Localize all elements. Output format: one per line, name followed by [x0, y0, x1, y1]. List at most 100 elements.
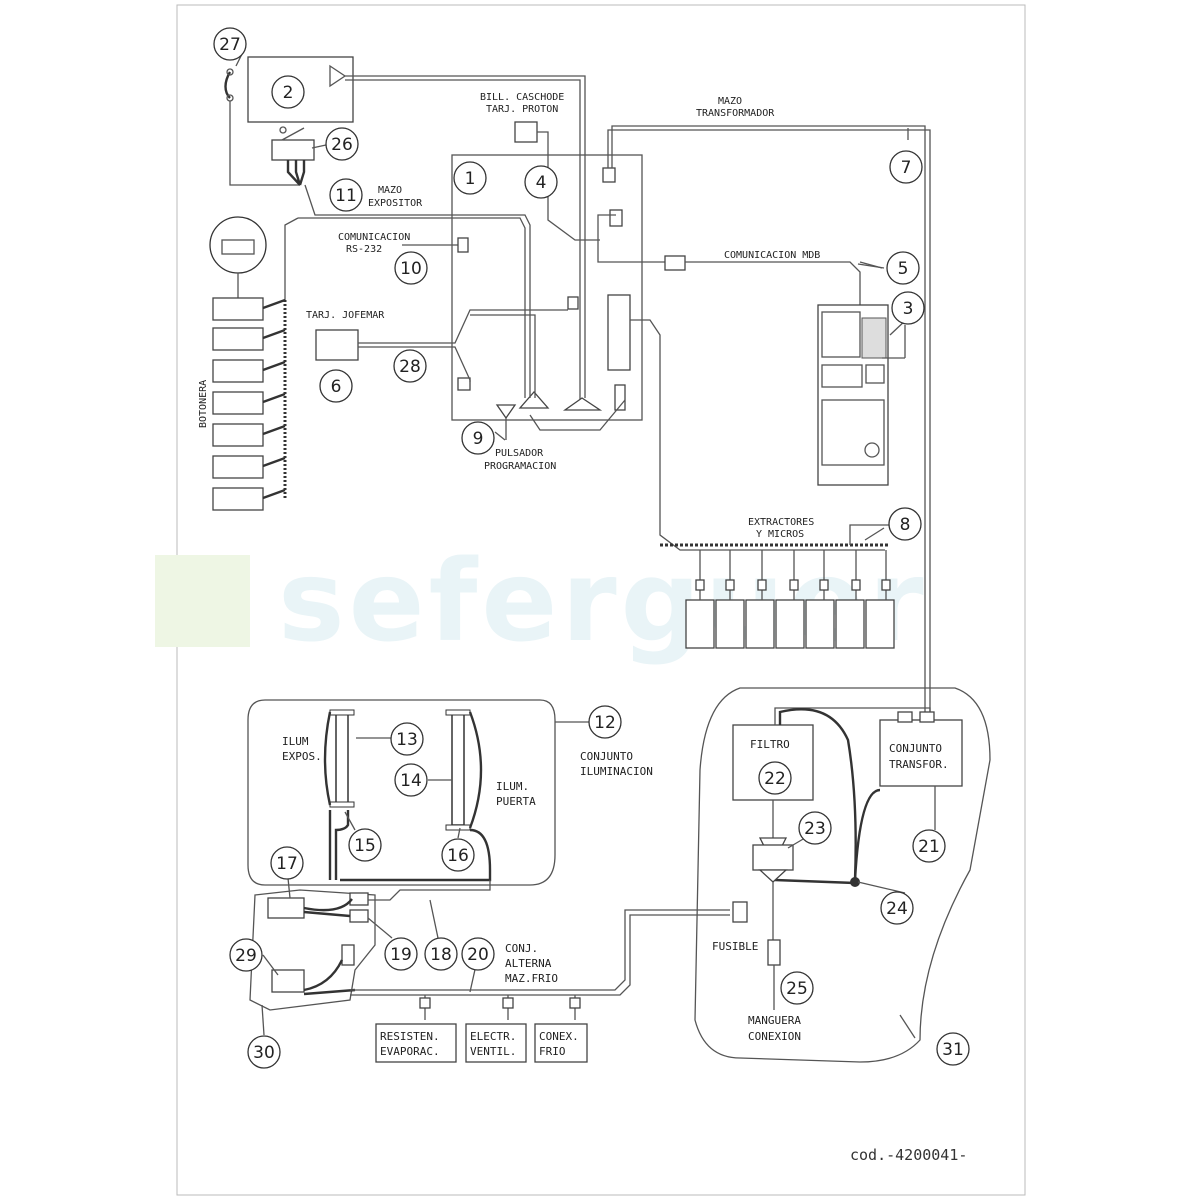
callout-24-label: 24 [886, 899, 908, 919]
label-electr-2: VENTIL. [470, 1045, 516, 1058]
label-conj-alt-3: MAZ.FRIO [505, 972, 558, 985]
label-mazo-expo-1: MAZO [378, 185, 402, 196]
callout-13-label: 13 [396, 730, 418, 750]
callout-1-label: 1 [465, 169, 476, 189]
callout-30-label: 30 [253, 1043, 275, 1063]
label-pulsador-2: PROGRAMACION [484, 461, 556, 472]
callout-22-label: 22 [764, 769, 786, 789]
callout-7-label: 7 [901, 158, 912, 178]
callout-5-label: 5 [898, 259, 909, 279]
callout-18 [424, 937, 458, 971]
callout-18-label: 18 [430, 945, 452, 965]
callout-11 [329, 178, 363, 212]
callout-26-label: 26 [331, 135, 353, 155]
callout-3 [891, 291, 925, 325]
conex-frio-box [534, 1023, 588, 1063]
callout-7 [889, 150, 923, 184]
callout-6 [319, 369, 353, 403]
callout-12 [588, 705, 622, 739]
plug-icon [224, 71, 232, 99]
lighting-assembly-outline [247, 699, 556, 886]
main-board-box [451, 154, 643, 421]
label-bill-2: TARJ. PROTON [486, 104, 558, 115]
callout-16-label: 16 [447, 846, 469, 866]
cable [607, 129, 931, 720]
cable [597, 214, 665, 263]
tube-lamp-expos [323, 709, 355, 880]
label-conj-ilum-2: ILUMINACION [580, 765, 653, 778]
callout-circles [213, 27, 970, 1069]
callout-9-label: 9 [473, 429, 484, 449]
bill-connector [514, 121, 538, 143]
label-conj-ilum-1: CONJUNTO [580, 750, 633, 763]
callout-4-label: 4 [536, 173, 547, 193]
callout-6-label: 6 [331, 377, 342, 397]
callout-19-label: 19 [390, 945, 412, 965]
label-filtro: FILTRO [750, 738, 790, 751]
cable [630, 319, 885, 551]
callout-29 [229, 938, 263, 972]
cable [774, 878, 856, 885]
label-com-mdb: COMUNICACION MDB [724, 250, 820, 261]
cable [229, 101, 300, 186]
tube-lamp-puerta [340, 709, 492, 882]
label-ilum-puerta-1: ILUM. [496, 780, 529, 793]
button-panel [209, 216, 287, 511]
cable [853, 788, 881, 881]
callout-10-label: 10 [400, 259, 422, 279]
cable [778, 708, 857, 881]
cable [470, 314, 536, 398]
text-labels: BILL. CASCHODE TARJ. PROTON MAZO TRANSFO… [198, 92, 949, 1058]
electr-vent-box [465, 1023, 527, 1063]
callout-21-label: 21 [918, 837, 940, 857]
fuse-icon [767, 939, 781, 966]
callout-13 [390, 722, 424, 756]
cable [358, 346, 471, 382]
callout-27 [213, 27, 247, 61]
callout-25-label: 25 [786, 979, 808, 999]
callout-23 [798, 811, 832, 845]
callout-11-label: 11 [335, 186, 357, 206]
callout-26 [325, 127, 359, 161]
cable [298, 217, 526, 398]
label-conex-2: FRIO [539, 1045, 566, 1058]
label-conex-1: CONEX. [539, 1030, 579, 1043]
label-mazo-transf-2: TRANSFORMADOR [696, 108, 775, 119]
callout-16 [441, 838, 475, 872]
cable [611, 125, 926, 720]
label-extractores-2: Y MICROS [756, 529, 804, 540]
cable [358, 309, 568, 344]
cable-mdb [685, 261, 861, 318]
callout-5 [886, 251, 920, 285]
callout-9 [461, 421, 495, 455]
label-manguera-1: MANGUERA [748, 1014, 801, 1027]
callout-28 [393, 349, 427, 383]
label-conj-alt-2: ALTERNA [505, 957, 552, 970]
callout-17-label: 17 [276, 854, 298, 874]
callout-23-label: 23 [804, 819, 826, 839]
label-ilum-expos-2: EXPOS. [282, 750, 322, 763]
callout-27-label: 27 [219, 35, 241, 55]
cable [284, 217, 299, 300]
callout-24 [880, 891, 914, 925]
callout-8-label: 8 [900, 515, 911, 535]
label-conj-transf-2: TRANSFOR. [889, 758, 949, 771]
resistor-evap-box [375, 1023, 457, 1063]
cable [345, 79, 581, 400]
callout-20-label: 20 [467, 945, 489, 965]
label-tarj-jofemar: TARJ. JOFEMAR [306, 310, 385, 321]
vending-machine-icon [817, 304, 906, 486]
label-pulsador-1: PULSADOR [495, 448, 544, 459]
callout-30 [247, 1035, 281, 1069]
cable [304, 184, 531, 398]
label-manguera-2: CONEXION [748, 1030, 801, 1043]
callout-numbers: 1 2 3 4 5 6 7 8 9 10 11 12 13 14 15 16 1… [219, 35, 964, 1063]
cable [345, 75, 586, 398]
label-com-rs-2: RS-232 [346, 244, 382, 255]
label-extractores-1: EXTRACTORES [748, 517, 814, 528]
label-electr-1: ELECTR. [470, 1030, 516, 1043]
ac-assembly-outline [249, 889, 376, 1011]
callout-17 [270, 846, 304, 880]
extractors-panel [660, 524, 895, 649]
